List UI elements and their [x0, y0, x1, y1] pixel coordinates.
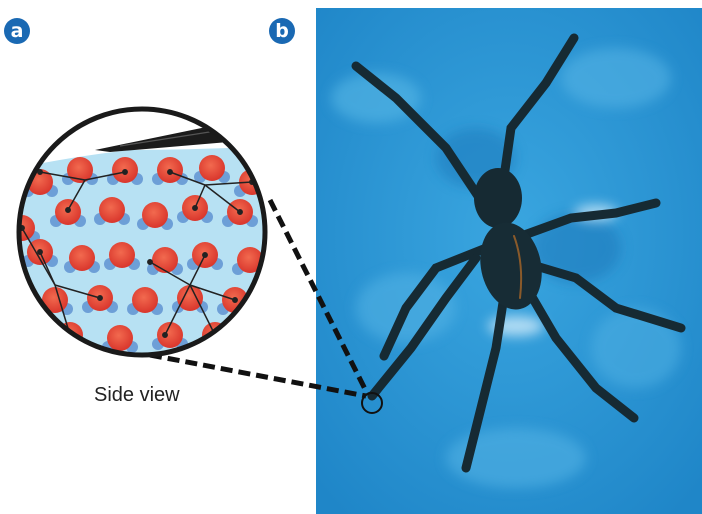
leader-line-upper: [270, 200, 368, 395]
leader-line-lower: [150, 355, 366, 396]
magnifier-circle-icon: [362, 393, 382, 413]
side-view-caption: Side view: [94, 384, 180, 407]
